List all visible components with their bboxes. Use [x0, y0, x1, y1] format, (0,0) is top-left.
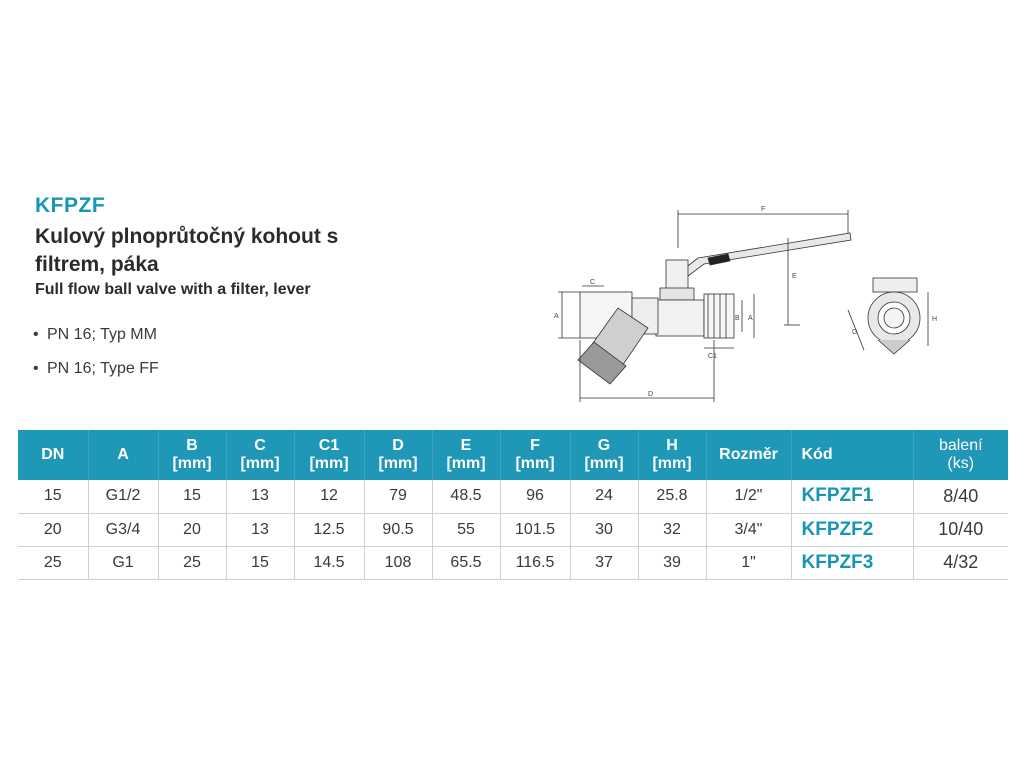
spec-table: DN A B[mm] C[mm] C1[mm] D[mm] E[mm] F[mm…	[18, 430, 1008, 580]
col-header-h: H[mm]	[638, 430, 707, 480]
cell-rozmer: 3/4"	[706, 513, 792, 546]
product-name-en: Full flow ball valve with a filter, leve…	[35, 281, 311, 298]
cell-dn: 20	[18, 513, 89, 546]
col-header-b: B[mm]	[158, 430, 227, 480]
table-row: 15 G1/2 15 13 12 79 48.5 96 24 25.8 1/2"…	[18, 480, 1008, 513]
cell-b: 20	[158, 513, 227, 546]
variant-item: • PN 16; Type FF	[33, 356, 159, 390]
cell-baleni: 8/40	[943, 485, 979, 506]
variant-item: • PN 16; Typ MM	[33, 322, 159, 356]
cell-b: 15	[158, 480, 227, 513]
bullet-icon: •	[33, 326, 39, 343]
dim-label-d: D	[648, 391, 653, 398]
dimension-line-g	[847, 309, 865, 351]
cell-kod: KFPZF1	[791, 480, 914, 513]
dim-label-e: E	[792, 273, 797, 280]
cell-a: G1	[88, 546, 159, 579]
col-header-baleni: balení(ks)	[938, 437, 983, 472]
cell-h: 32	[638, 513, 707, 546]
cell-d: 108	[364, 546, 433, 579]
dim-label-a: A	[554, 313, 559, 320]
cell-c1: 12	[294, 480, 365, 513]
col-header-rozmer: Rozměr	[706, 430, 792, 480]
side-view-top	[872, 277, 918, 293]
cell-rozmer: 1"	[706, 546, 792, 579]
cell-b: 25	[158, 546, 227, 579]
table-row: 25 G1 25 15 14.5 108 65.5 116.5 37 39 1"…	[18, 546, 1008, 579]
table-row: 20 G3/4 20 13 12.5 90.5 55 101.5 30 32 3…	[18, 513, 1008, 546]
cell-h: 39	[638, 546, 707, 579]
col-header-kod: Kód	[791, 430, 914, 480]
cell-g: 37	[570, 546, 639, 579]
cell-d: 79	[364, 480, 433, 513]
col-header-e: E[mm]	[432, 430, 501, 480]
valve-technical-drawing: F E C A B A C1 D G H	[554, 206, 937, 402]
col-header-dn: DN	[18, 430, 89, 480]
product-name-cz: Kulový plnoprůtočný kohout s filtrem, pá…	[35, 225, 339, 276]
dim-label-c: C	[590, 279, 595, 286]
cell-rozmer: 1/2"	[706, 480, 792, 513]
dim-label-h: H	[932, 316, 937, 323]
cell-e: 65.5	[432, 546, 501, 579]
cell-c1: 12.5	[294, 513, 365, 546]
cell-f: 116.5	[500, 546, 571, 579]
cell-kod: KFPZF2	[791, 513, 914, 546]
col-header-f: F[mm]	[500, 430, 571, 480]
cell-g: 24	[570, 480, 639, 513]
valve-lever	[679, 232, 852, 277]
cell-baleni: 4/32	[943, 552, 979, 572]
valve-outlet	[703, 293, 735, 339]
col-header-c1: C1[mm]	[294, 430, 365, 480]
product-code: KFPZF	[35, 194, 106, 217]
dim-label-f: F	[761, 206, 765, 213]
dim-label-g: G	[852, 329, 857, 336]
dim-label-a-right: A	[748, 315, 753, 322]
cell-c: 13	[226, 513, 295, 546]
variant-list: • PN 16; Typ MM • PN 16; Type FF	[33, 322, 159, 390]
col-header-d: D[mm]	[364, 430, 433, 480]
dim-label-c1: C1	[708, 353, 717, 360]
dim-label-b: B	[735, 315, 740, 322]
cell-dn: 25	[18, 546, 89, 579]
cell-dn: 15	[18, 480, 89, 513]
cell-c: 15	[226, 546, 295, 579]
cell-f: 101.5	[500, 513, 571, 546]
cell-g: 30	[570, 513, 639, 546]
cell-e: 55	[432, 513, 501, 546]
cell-a: G3/4	[88, 513, 159, 546]
variant-label: PN 16; Typ MM	[47, 326, 157, 343]
col-header-c: C[mm]	[226, 430, 295, 480]
cell-baleni: 10/40	[938, 519, 984, 539]
cell-a: G1/2	[88, 480, 159, 513]
variant-label: PN 16; Type FF	[47, 360, 159, 377]
cell-e: 48.5	[432, 480, 501, 513]
cell-f: 96	[500, 480, 571, 513]
table-header-row: DN A B[mm] C[mm] C1[mm] D[mm] E[mm] F[mm…	[18, 430, 1008, 480]
cell-h: 25.8	[638, 480, 707, 513]
cell-c: 13	[226, 480, 295, 513]
col-header-a: A	[88, 430, 159, 480]
cell-kod: KFPZF3	[791, 546, 914, 579]
cell-d: 90.5	[364, 513, 433, 546]
col-header-g: G[mm]	[570, 430, 639, 480]
cell-c1: 14.5	[294, 546, 365, 579]
bullet-icon: •	[33, 360, 39, 377]
